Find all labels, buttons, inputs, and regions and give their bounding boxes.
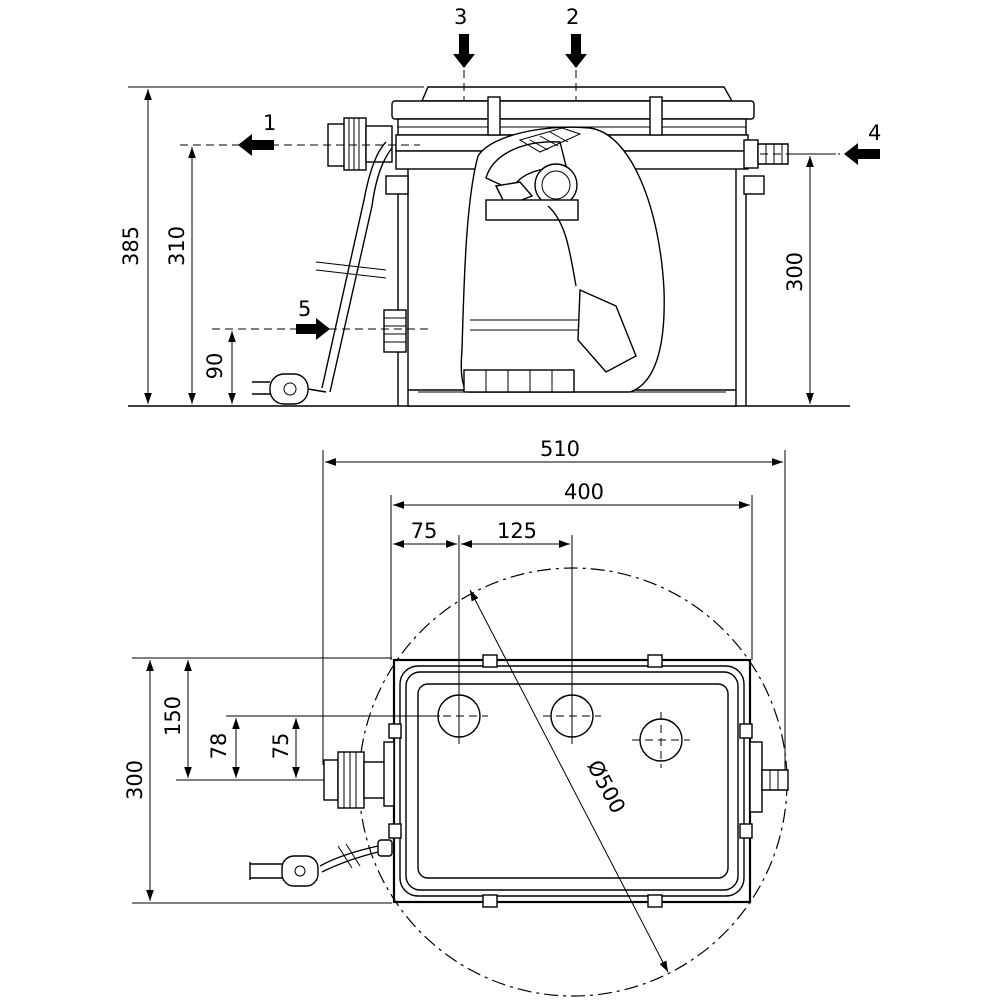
dim-hole-row: 150 — [161, 696, 185, 736]
power-plug-plan — [249, 839, 393, 887]
dim-hole-spacing: 125 — [497, 519, 537, 543]
dim-outlet-pos: 78 — [207, 733, 231, 760]
dim-tank-depth: 300 — [123, 760, 147, 800]
dim-outlet-height: 310 — [165, 226, 189, 266]
callout-label-5: 5 — [298, 297, 311, 321]
plan-view: 510 400 75 125 300 150 78 75 Ø500 — [123, 437, 789, 997]
dim-hole-offset: 75 — [411, 519, 438, 543]
tank-plan — [388, 654, 753, 908]
dim-pipe-pos: 75 — [269, 733, 293, 760]
dim-diameter: Ø500 — [582, 756, 630, 817]
side-nipple-plan — [749, 741, 789, 813]
dim-tank-width: 400 — [564, 480, 604, 504]
callout-arrow-4: 4 — [844, 121, 881, 165]
outlet-fitting-plan — [323, 741, 395, 809]
dim-overall-width: 510 — [540, 437, 580, 461]
callout-label-1: 1 — [263, 111, 276, 135]
diameter-circle — [358, 567, 788, 997]
outlet-fitting — [252, 117, 393, 405]
side-view: 385 310 90 300 1 3 2 4 — [119, 5, 881, 407]
callout-label-4: 4 — [868, 121, 881, 145]
inlet-hole-3 — [632, 712, 690, 768]
dim-right-inlet-height: 300 — [783, 252, 807, 292]
callout-arrow-5: 5 — [296, 297, 330, 340]
dim-overall-height: 385 — [119, 226, 143, 266]
callout-arrow-3: 3 — [453, 5, 475, 68]
callout-arrow-2: 2 — [565, 5, 587, 68]
low-inlet-stub — [383, 309, 407, 353]
pump — [460, 126, 665, 393]
callout-label-2: 2 — [566, 5, 579, 29]
callout-label-3: 3 — [454, 5, 467, 29]
callout-arrow-1: 1 — [238, 111, 276, 156]
tank-lid — [391, 86, 755, 170]
dim-inlet-height: 90 — [203, 353, 227, 380]
